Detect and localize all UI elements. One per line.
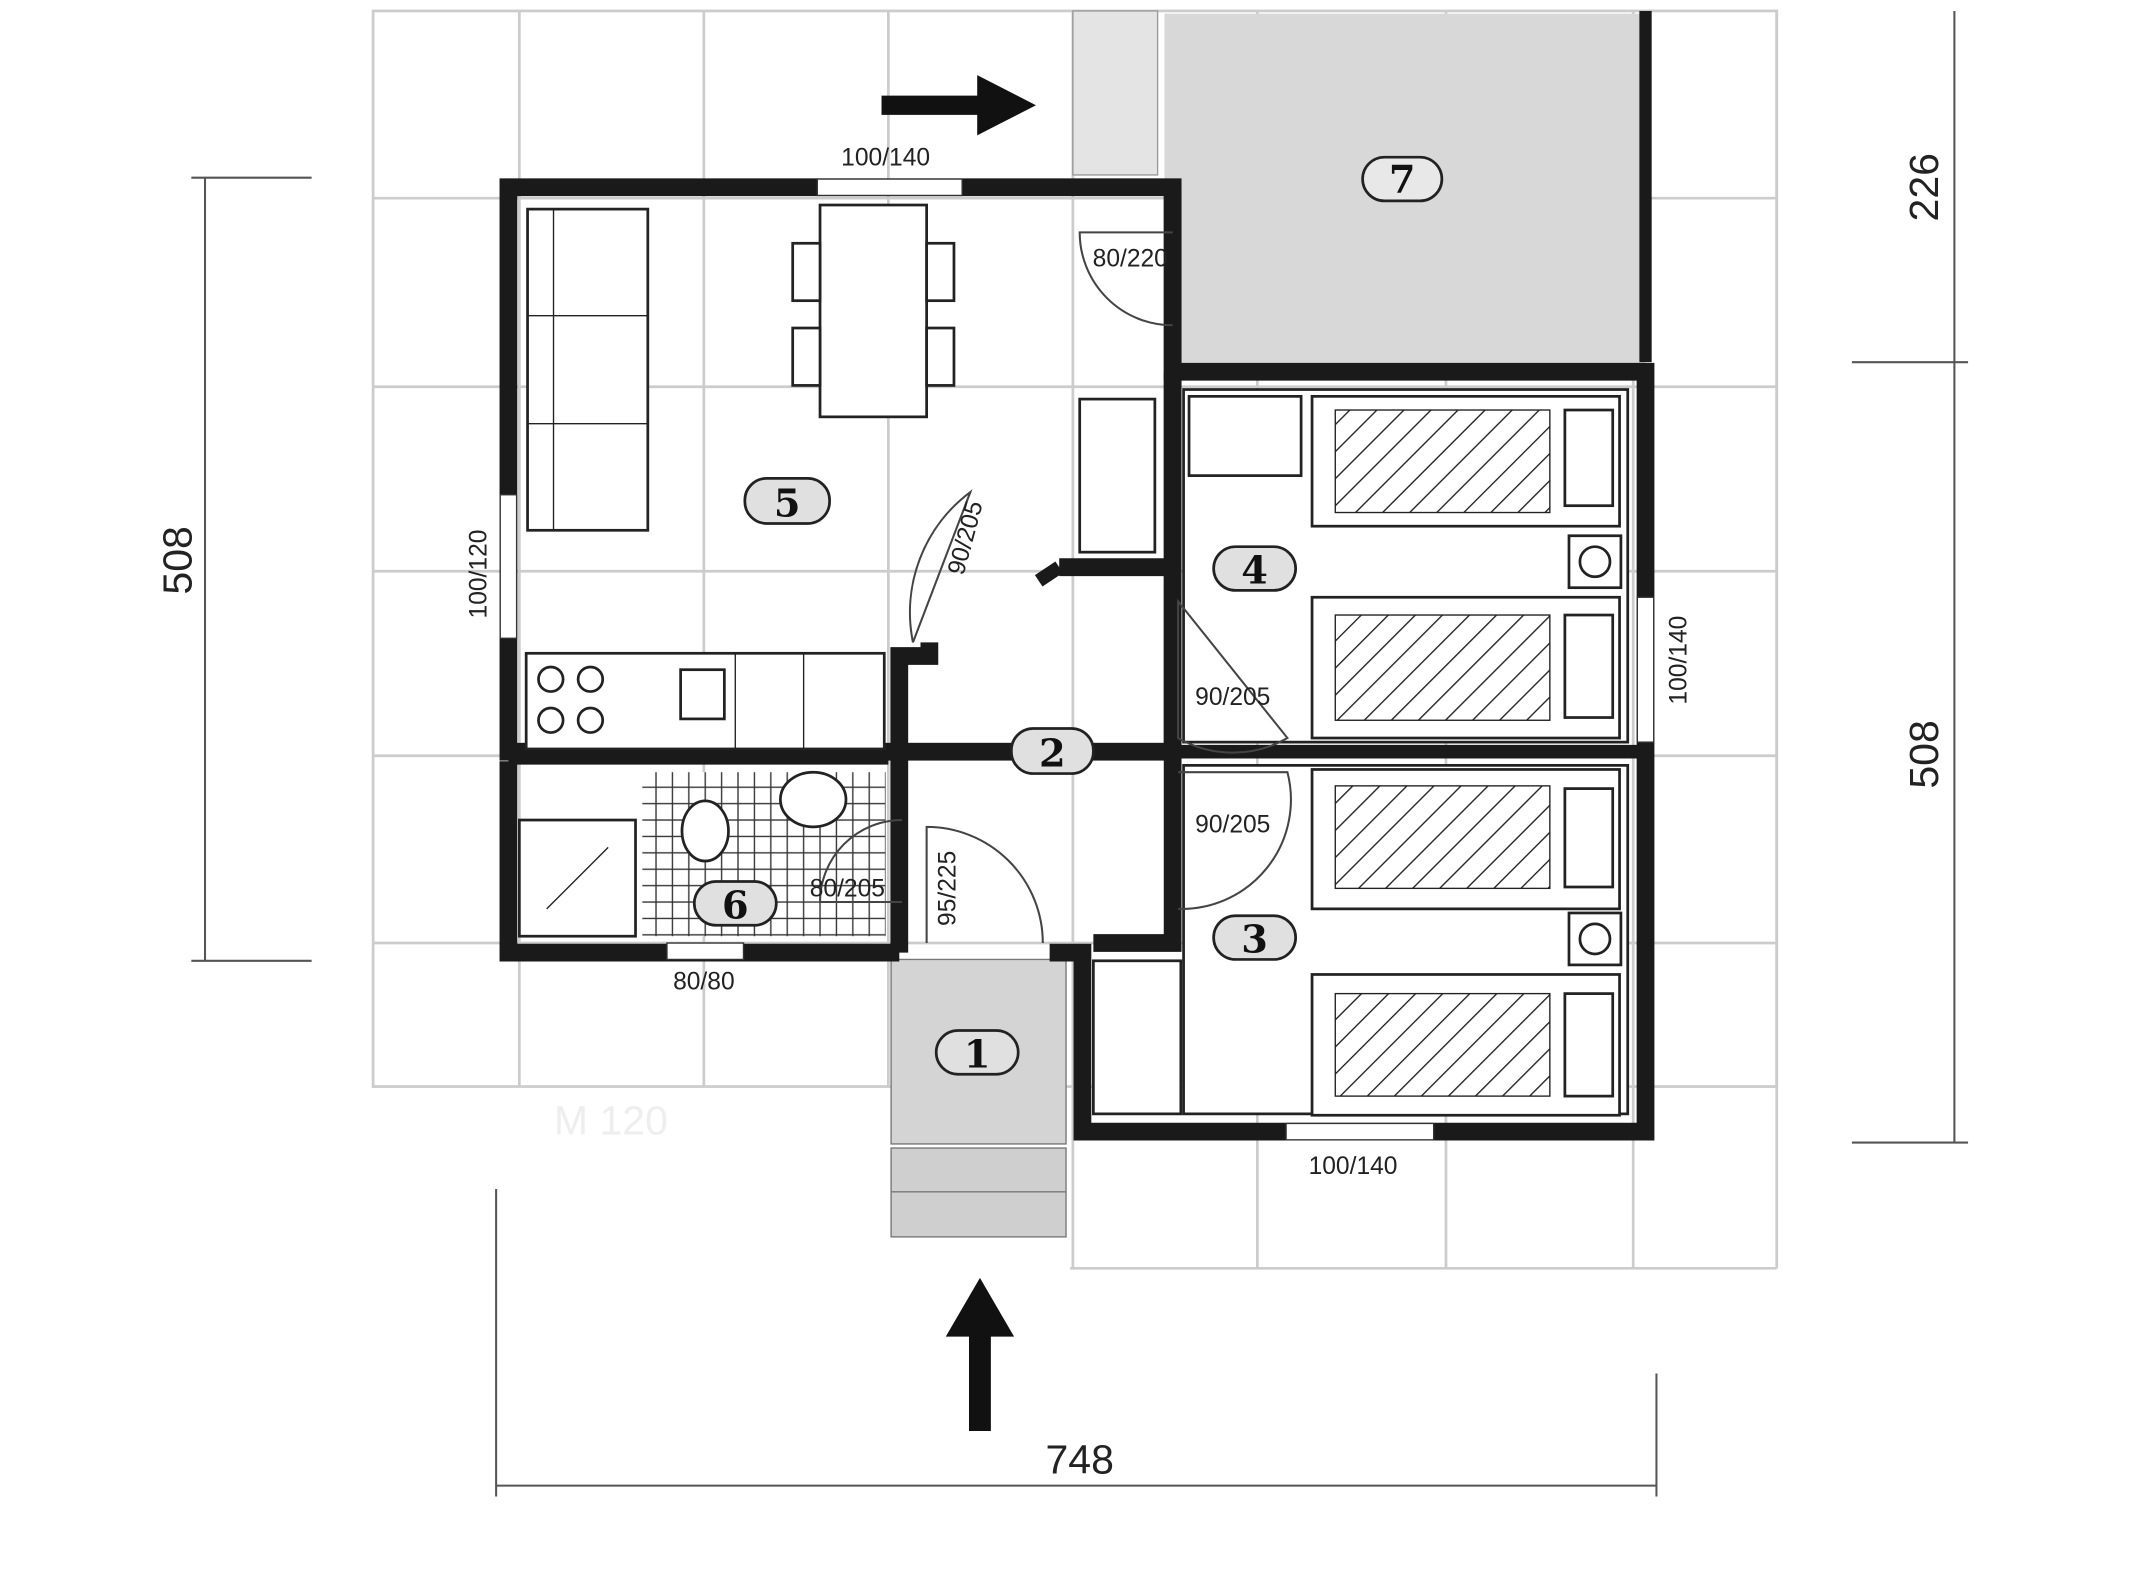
room-3-label: 3: [1212, 914, 1298, 963]
svg-text:7: 7: [1389, 158, 1416, 203]
terrace-door-label: 80/220: [1093, 246, 1168, 273]
room3-door-label: 90/205: [1195, 811, 1270, 838]
left-height-dimension: 508: [154, 526, 200, 594]
svg-text:5: 5: [774, 482, 801, 527]
entrance-door-label: 95/225: [934, 851, 961, 926]
bath-door-label: 80/205: [810, 876, 885, 903]
right-top-dimension: 226: [1901, 153, 1947, 221]
entrance-arrow-icon: [945, 1277, 1015, 1431]
room-1-label: 1: [934, 1029, 1020, 1077]
dimension-lines: [191, 10, 1969, 1497]
room4-door-label: 90/205: [1195, 684, 1270, 711]
room4-window-label: 100/140: [1666, 616, 1693, 705]
svg-text:3: 3: [1241, 918, 1268, 963]
living-left-window-label: 100/120: [466, 530, 493, 619]
room3-window-label: 100/140: [1309, 1153, 1398, 1180]
right-bottom-dimension: 508: [1901, 720, 1947, 788]
bath-window-label: 80/80: [673, 969, 735, 996]
svg-text:6: 6: [722, 883, 749, 928]
room-7-label: 7: [1361, 155, 1444, 203]
walls: [499, 178, 1655, 1141]
room-4-label: 4: [1212, 545, 1298, 594]
dimension-labels: 508 226 508 748: [154, 153, 1947, 1482]
svg-text:2: 2: [1039, 732, 1066, 777]
room-5-label: 5: [743, 476, 831, 527]
bottom-width-dimension: 748: [1045, 1436, 1113, 1482]
room-labels: 7 5 4 2 3 6 1: [692, 155, 1444, 1077]
svg-text:4: 4: [1241, 549, 1268, 594]
svg-text:1: 1: [964, 1032, 991, 1077]
door-swings: [818, 231, 1292, 944]
terrace-arrow-icon: [881, 75, 1036, 136]
room-6-label: 6: [692, 880, 778, 928]
opening-labels: 100/140 80/220 100/120 90/205 90/205 90/…: [466, 144, 1693, 1180]
living-top-window-label: 100/140: [841, 144, 930, 171]
furniture: [517, 203, 1630, 1117]
room-2-label: 2: [1009, 727, 1095, 777]
model-label: M 120: [554, 1097, 668, 1143]
